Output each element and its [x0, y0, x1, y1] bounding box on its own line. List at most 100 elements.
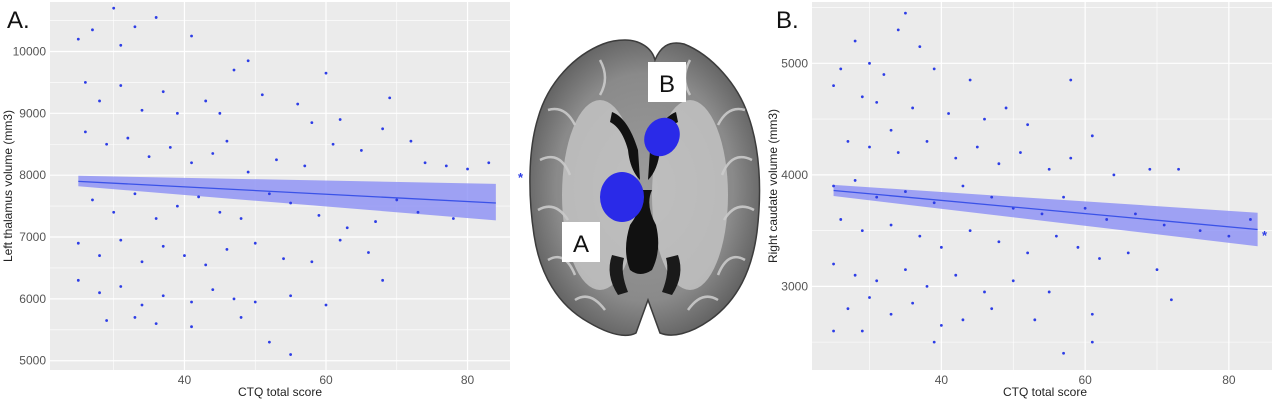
data-point	[839, 67, 843, 71]
data-point	[1090, 134, 1094, 138]
data-point	[925, 139, 929, 143]
data-point	[1249, 218, 1252, 221]
x-tick-label: 60	[319, 373, 333, 387]
data-point	[154, 16, 158, 19]
regression-line	[78, 180, 496, 204]
region-right-caudate	[644, 117, 680, 157]
data-point	[154, 217, 158, 220]
data-point	[1011, 279, 1015, 283]
data-point	[1126, 251, 1130, 255]
x-tick-label: 80	[1222, 373, 1236, 387]
data-point	[904, 268, 907, 272]
data-point	[140, 108, 144, 112]
data-point	[1083, 206, 1087, 210]
data-point	[388, 96, 392, 100]
data-point	[126, 136, 130, 140]
data-point	[832, 262, 835, 266]
data-point	[119, 285, 123, 288]
data-point	[1047, 290, 1051, 294]
data-point	[932, 201, 936, 205]
data-point	[875, 195, 879, 199]
label-box-a	[562, 222, 600, 262]
data-point	[239, 316, 243, 319]
data-point	[119, 238, 123, 242]
data-point	[119, 84, 123, 87]
posterior-horn-left	[609, 255, 628, 295]
label-box-b	[648, 62, 686, 102]
data-point	[968, 78, 972, 82]
data-point	[889, 312, 893, 316]
data-point	[374, 220, 377, 223]
data-point	[868, 61, 871, 65]
x-tick-labels: 40 60 80	[935, 373, 1236, 387]
data-point	[896, 151, 900, 154]
data-point	[853, 273, 857, 277]
data-point	[289, 353, 293, 356]
data-point	[338, 238, 342, 242]
data-point	[303, 164, 307, 168]
data-point	[83, 130, 87, 134]
data-point	[918, 45, 922, 49]
data-point	[140, 303, 144, 307]
x-tick-label: 80	[461, 373, 475, 387]
data-point	[947, 112, 950, 115]
data-point	[1105, 218, 1109, 221]
data-point	[289, 294, 293, 298]
data-point	[253, 300, 257, 304]
data-point	[133, 316, 137, 319]
data-point	[1098, 257, 1101, 260]
data-point	[839, 218, 843, 221]
data-point	[76, 278, 80, 282]
data-point	[232, 297, 236, 301]
data-point	[860, 95, 864, 99]
data-point	[260, 93, 264, 97]
data-point	[466, 167, 469, 171]
data-point	[296, 102, 300, 106]
data-point	[119, 43, 123, 47]
third-ventricle	[626, 190, 659, 274]
data-point	[939, 245, 943, 249]
x-tick-label: 60	[1078, 373, 1092, 387]
data-point	[359, 149, 363, 152]
data-point	[76, 241, 80, 245]
data-point	[932, 340, 936, 344]
data-point	[232, 68, 236, 72]
data-point	[832, 84, 835, 88]
data-point	[868, 145, 871, 149]
data-point	[889, 128, 893, 132]
data-point	[98, 291, 101, 295]
data-point	[338, 118, 342, 121]
y-tick-label: 6000	[19, 292, 46, 306]
data-point	[961, 318, 965, 322]
data-points	[832, 11, 1252, 355]
data-point	[990, 307, 994, 311]
data-point	[896, 28, 900, 32]
data-point	[239, 217, 243, 220]
data-point	[218, 210, 222, 214]
data-point	[133, 192, 137, 196]
data-point	[423, 161, 427, 165]
data-point	[1033, 318, 1037, 322]
data-point	[331, 142, 335, 146]
data-point	[381, 127, 385, 131]
data-point	[246, 170, 250, 174]
data-point	[98, 254, 101, 257]
x-tick-label: 40	[935, 373, 949, 387]
data-point	[832, 329, 835, 333]
data-point	[112, 210, 116, 214]
data-point	[846, 139, 850, 143]
data-point	[161, 90, 165, 94]
data-point	[409, 139, 413, 143]
data-point	[875, 100, 879, 104]
region-left-thalamus	[600, 172, 644, 222]
data-point	[168, 145, 172, 149]
data-point	[253, 241, 257, 245]
data-point	[954, 156, 958, 160]
data-point	[204, 99, 208, 103]
panel-label: A.	[7, 7, 30, 34]
data-point	[190, 34, 193, 38]
x-axis-title: CTQ total score	[238, 385, 322, 399]
data-point	[1090, 340, 1094, 344]
data-point	[1076, 245, 1080, 249]
data-point	[1148, 167, 1152, 171]
